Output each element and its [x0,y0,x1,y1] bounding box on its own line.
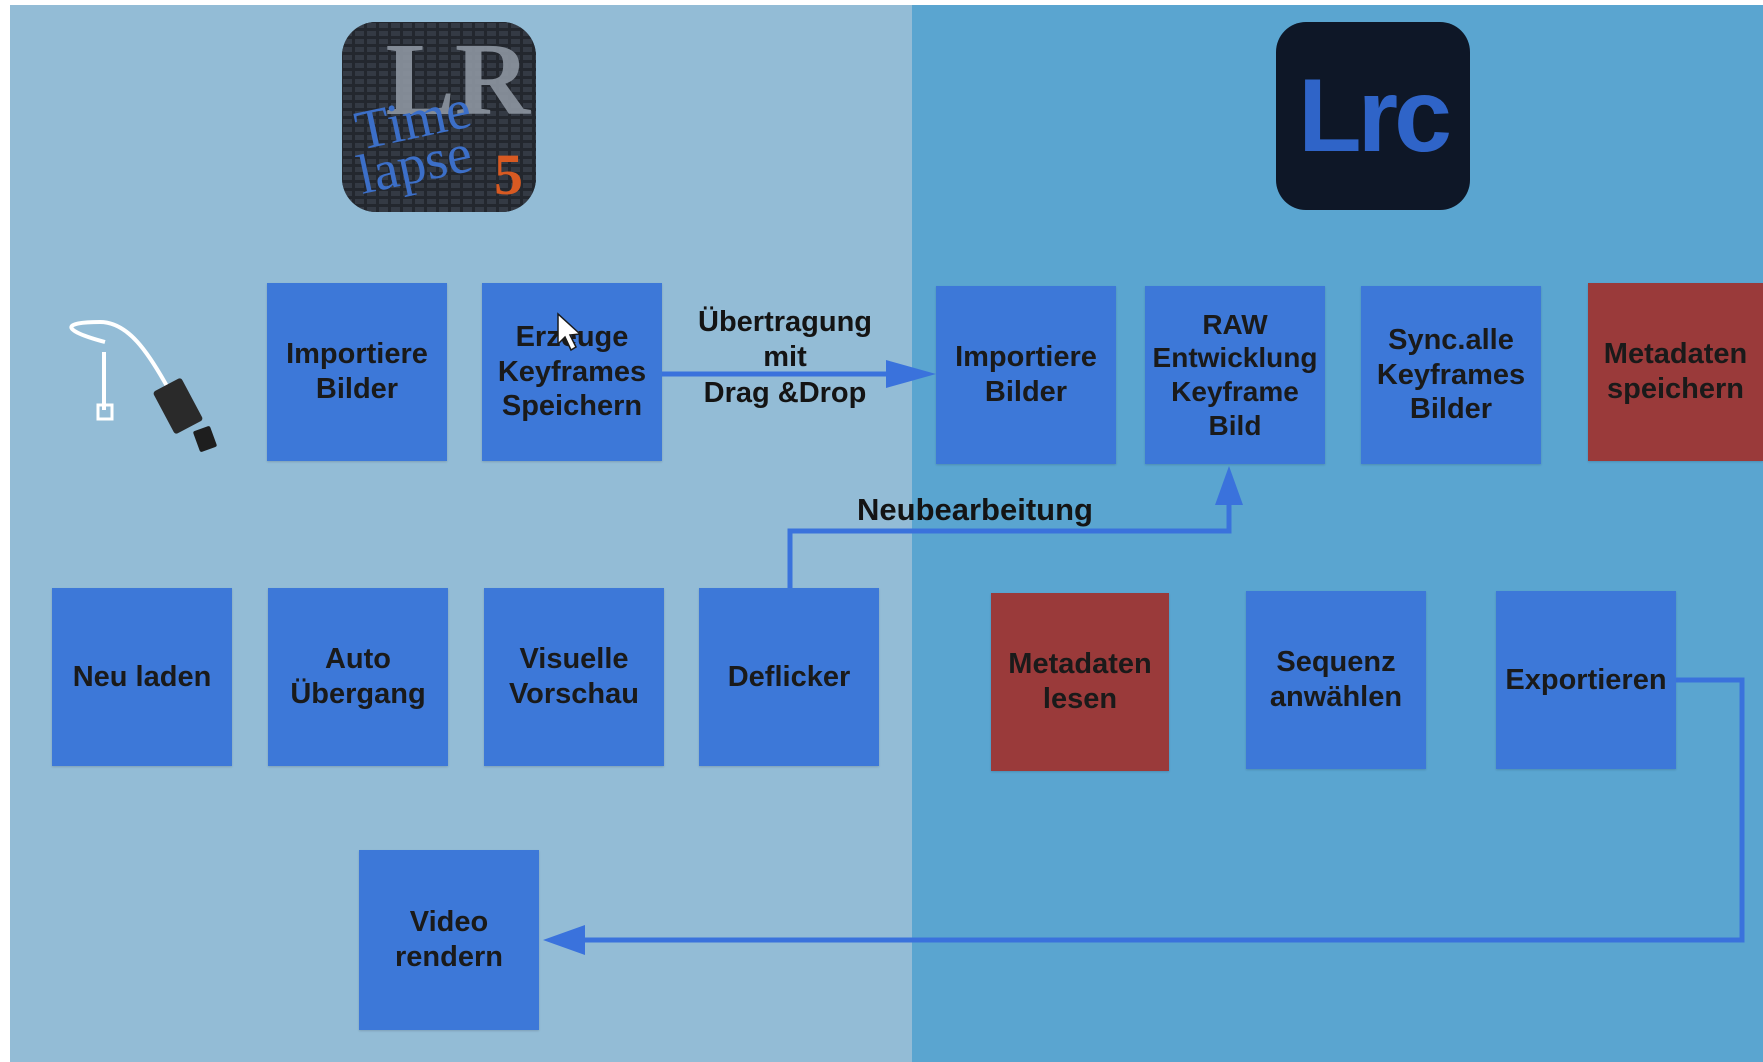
exportieren-box: Exportieren [1496,591,1676,769]
neu-laden-box: Neu laden [52,588,232,766]
rework-arrow [787,466,1243,588]
erzeuge-keyframes-box: Erzeuge Keyframes Speichern [482,283,662,461]
video-rendern-box: Video rendern [359,850,539,1030]
raw-entwicklung-box: RAW Entwicklung Keyframe Bild [1145,286,1325,464]
auto-uebergang-box: Auto Übergang [268,588,448,766]
mouse-cursor-icon [557,312,582,352]
logo-version-text: 5 [494,142,523,207]
importiere-bilder-lrc-box: Importiere Bilder [936,286,1116,464]
sync-alle-keyframes-box: Sync.alle Keyframes Bilder [1361,286,1541,464]
metadaten-speichern-box: Metadaten speichern [1588,283,1763,461]
deflicker-box: Deflicker [699,588,879,766]
importiere-bilder-timelapse-box: Importiere Bilder [267,283,447,461]
metadaten-lesen-box: Metadaten lesen [991,593,1169,771]
lrc-logo-text: Lrc [1298,57,1452,174]
transfer-label: Übertragung mit Drag &Drop [698,306,872,409]
visuelle-vorschau-box: Visuelle Vorschau [484,588,664,766]
transfer-arrow [662,360,936,388]
sequenz-anwaehlen-box: Sequenz anwählen [1246,591,1426,769]
lightroom-classic-logo: Lrc [1276,22,1470,210]
logo-lr-letters: LR [386,22,532,137]
export-to-render-arrow [543,677,1745,955]
rework-label: Neubearbeitung [857,492,1093,527]
lrtimelapse-logo: LR Time lapse 5 [342,22,536,212]
